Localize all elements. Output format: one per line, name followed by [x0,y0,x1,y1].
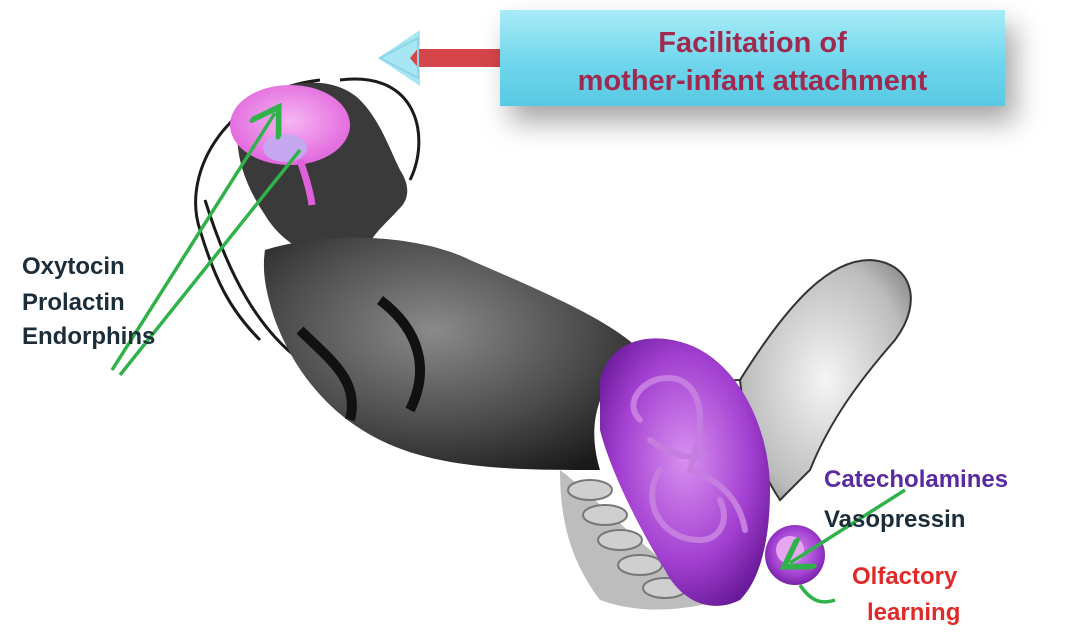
label-vasopressin: Vasopressin [824,505,965,535]
facilitation-banner: Facilitation of mother-infant attachment [500,10,1005,106]
label-olfactory: Olfactory [852,562,957,592]
left-arrow-icon [378,30,500,86]
banner-line-1: Facilitation of [500,24,1005,62]
label-endorphins: Endorphins [22,322,155,352]
label-prolactin: Prolactin [22,288,125,318]
label-oxytocin: Oxytocin [22,252,125,282]
baby-nose-area [776,536,804,564]
banner-title: Facilitation of mother-infant attachment [500,24,1005,100]
label-catecholamines: Catecholamines [824,465,1008,495]
label-learning: learning [867,598,960,628]
brain-center [263,134,307,162]
banner-line-2: mother-infant attachment [500,62,1005,100]
